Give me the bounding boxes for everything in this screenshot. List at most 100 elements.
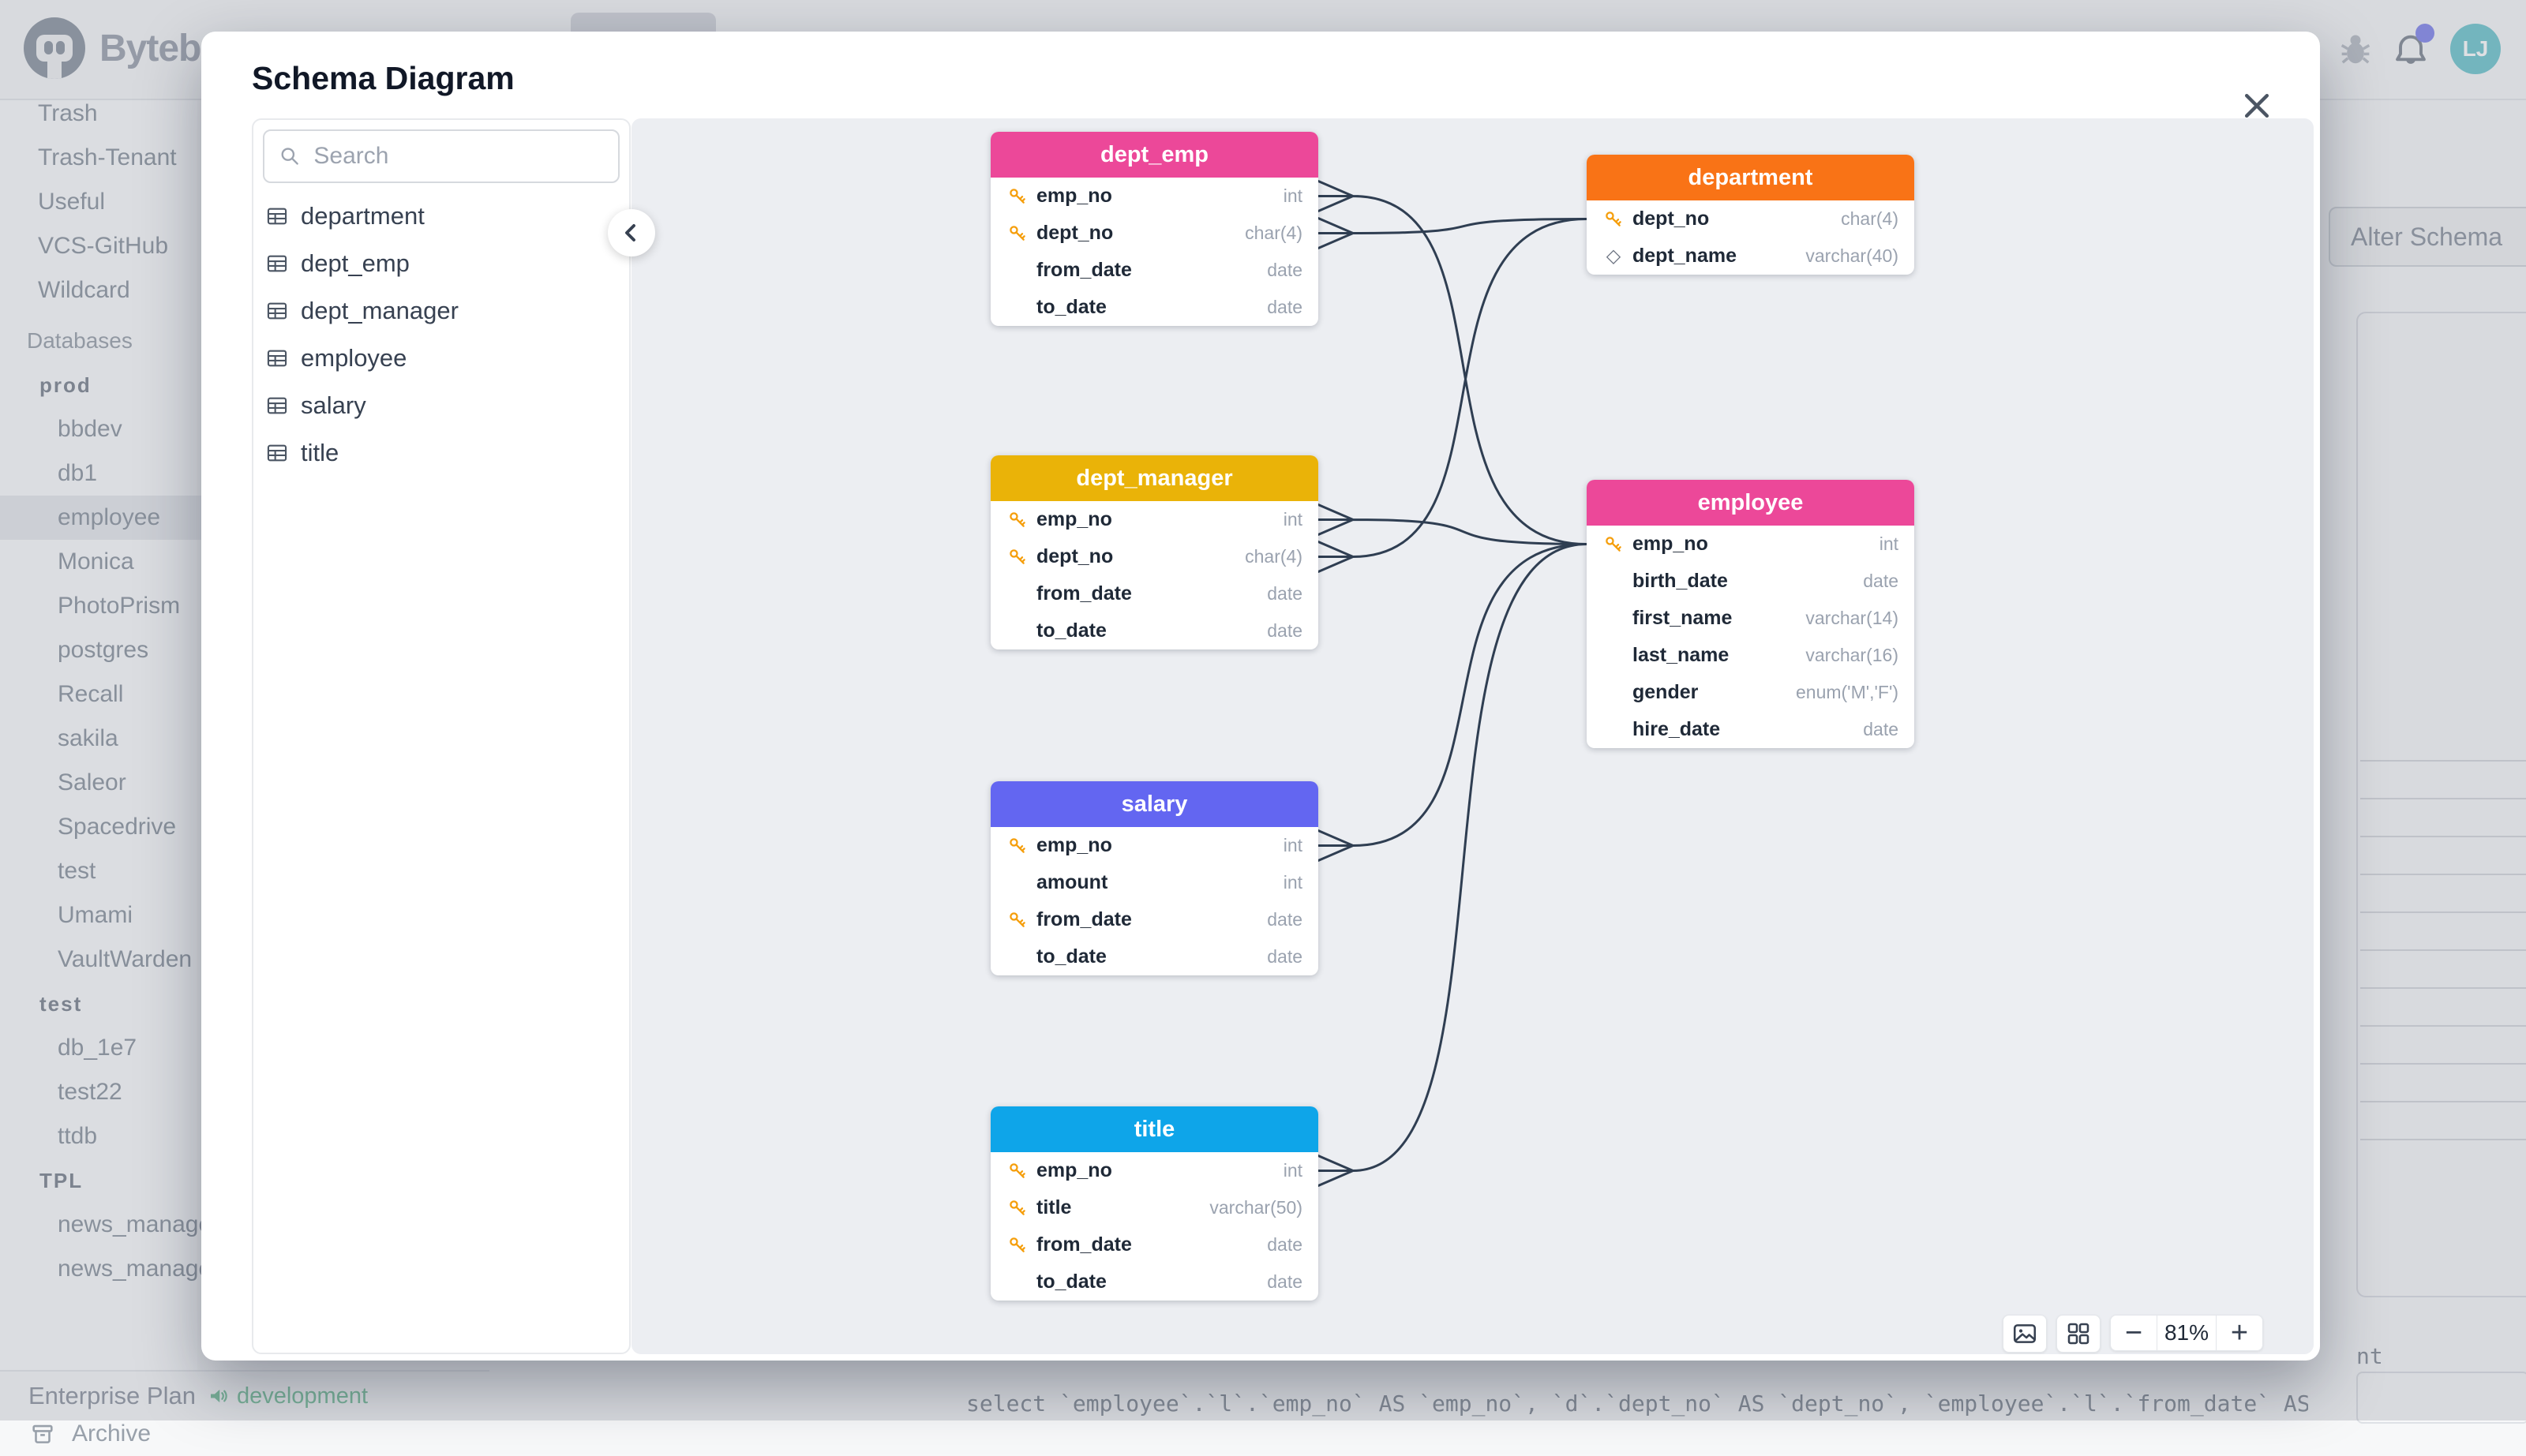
sidebar-item-sakila[interactable]: sakila — [58, 725, 118, 751]
sidebar-item-monica[interactable]: Monica — [58, 548, 134, 575]
edge-dept_manager.emp_no-to-employee.emp_no — [1317, 503, 1588, 545]
fit-view-button[interactable] — [2056, 1315, 2101, 1353]
sidebar-item-useful[interactable]: Useful — [38, 189, 106, 215]
schema-table-item-employee[interactable]: employee — [253, 335, 629, 382]
chevron-left-icon — [625, 224, 635, 241]
table-item-label: dept_manager — [301, 297, 459, 324]
table-item-label: department — [301, 202, 425, 230]
sidebar-item-vcs-github[interactable]: VCS-GitHub — [38, 233, 169, 259]
sidebar-item-db_1e7[interactable]: db_1e7 — [58, 1035, 137, 1061]
field-name: from_date — [1036, 259, 1132, 281]
sidebar-item-db1[interactable]: db1 — [58, 460, 98, 486]
sidebar-item-umami[interactable]: Umami — [58, 902, 133, 928]
edge-dept_emp.emp_no-to-employee.emp_no — [1317, 180, 1588, 545]
sidebar-item-news_manage[interactable]: news_manage — [58, 1256, 212, 1282]
bug-report-icon[interactable] — [2335, 30, 2376, 71]
sidebar-group-test[interactable]: test — [39, 991, 83, 1016]
sidebar-item-trash[interactable]: Trash — [38, 100, 98, 126]
schema-table-item-dept_manager[interactable]: dept_manager — [253, 287, 629, 335]
index-diamond-icon: ◇ — [1606, 245, 1621, 267]
field-name: emp_no — [1036, 185, 1112, 207]
field-name: amount — [1036, 871, 1108, 893]
field-name: dept_name — [1632, 245, 1737, 267]
image-icon — [2013, 1324, 2037, 1343]
sidebar-item-bbdev[interactable]: bbdev — [58, 416, 122, 442]
table-card-header: dept_emp — [991, 132, 1318, 178]
footer-bar: Enterprise Plan development — [0, 1370, 489, 1420]
background-panel — [2356, 312, 2526, 1297]
field-type: date — [1267, 297, 1302, 317]
field-name: to_date — [1036, 1271, 1107, 1293]
field-type: int — [1879, 533, 1898, 554]
export-image-button[interactable] — [2003, 1315, 2047, 1353]
zoom-level: 81% — [2157, 1315, 2217, 1351]
field-name: dept_no — [1632, 208, 1710, 230]
notification-bell-icon[interactable] — [2390, 24, 2434, 71]
edge-salary.emp_no-to-employee.emp_no — [1317, 543, 1588, 862]
collapse-panel-button[interactable] — [608, 209, 655, 256]
sidebar-group-TPL[interactable]: TPL — [39, 1168, 84, 1192]
field-type: date — [1267, 583, 1302, 604]
primary-key-icon — [1006, 911, 1029, 930]
sidebar-item-photoprism[interactable]: PhotoPrism — [58, 593, 181, 619]
primary-key-icon — [1006, 187, 1029, 206]
grid-icon — [2067, 1323, 2089, 1345]
schema-table-item-dept_emp[interactable]: dept_emp — [253, 240, 629, 287]
table-item-label: dept_emp — [301, 249, 410, 277]
field-name: title — [1036, 1196, 1072, 1218]
avatar[interactable]: LJ — [2450, 24, 2501, 74]
alter-schema-button[interactable]: Alter Schema — [2329, 207, 2526, 267]
sidebar-item-wildcard[interactable]: Wildcard — [38, 277, 130, 303]
sidebar-item-postgres[interactable]: postgres — [58, 637, 149, 663]
schema-table-item-department[interactable]: department — [253, 193, 629, 240]
schema-table-item-salary[interactable]: salary — [253, 382, 629, 429]
table-item-label: employee — [301, 344, 407, 372]
notification-badge — [2415, 24, 2434, 43]
sidebar-item-saleor[interactable]: Saleor — [58, 769, 126, 795]
field-type: int — [1283, 1160, 1302, 1181]
schema-table-item-title[interactable]: title — [253, 429, 629, 477]
field-name: emp_no — [1632, 533, 1708, 555]
sidebar-item-spacedrive[interactable]: Spacedrive — [58, 814, 177, 840]
field-type: char(4) — [1245, 546, 1302, 567]
zoom-out-button[interactable]: − — [2110, 1315, 2157, 1351]
field-type: varchar(40) — [1805, 245, 1898, 266]
primary-key-icon — [1006, 548, 1029, 567]
sidebar-item-vaultwarden[interactable]: VaultWarden — [58, 946, 193, 972]
header-tab-peek — [571, 13, 716, 33]
zoom-in-button[interactable]: + — [2216, 1315, 2263, 1351]
sidebar-group-prod[interactable]: prod — [39, 372, 92, 397]
search-input[interactable] — [312, 142, 604, 170]
search-box[interactable] — [263, 129, 620, 183]
sidebar-item-test[interactable]: test — [58, 858, 96, 884]
field-name: to_date — [1036, 945, 1107, 968]
sidebar-item-ttdb[interactable]: ttdb — [58, 1123, 98, 1149]
field-type: date — [1863, 719, 1898, 739]
sidebar-item-trash-tenant[interactable]: Trash-Tenant — [38, 144, 177, 170]
environment-label: development — [236, 1383, 369, 1409]
field-name: last_name — [1632, 644, 1730, 666]
close-button[interactable] — [2238, 87, 2276, 125]
sidebar-item-news_manage[interactable]: news_manage — [58, 1211, 212, 1237]
modal-title: Schema Diagram — [252, 60, 515, 96]
sidebar-item-recall[interactable]: Recall — [58, 681, 124, 707]
background-grid-rows — [2360, 760, 2526, 1150]
sidebar-item-test22[interactable]: test22 — [58, 1079, 122, 1105]
table-item-label: salary — [301, 391, 366, 419]
